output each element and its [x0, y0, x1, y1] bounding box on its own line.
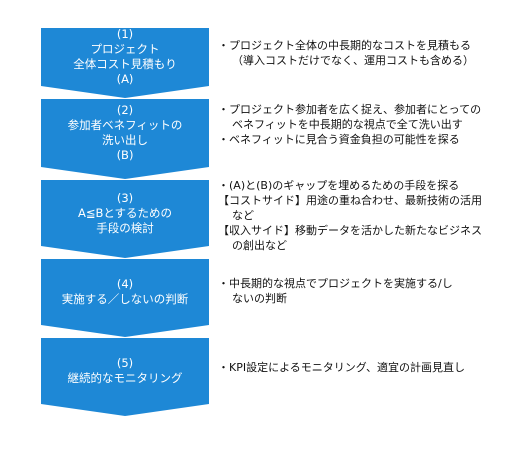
step-4-line: (4): [116, 277, 134, 291]
step-5-line: 継続的なモニタリング: [67, 371, 183, 385]
step-box-5: (5) 継続的なモニタリング: [41, 338, 209, 416]
note-line: （導入コストだけでなく、運用コストも含める）: [232, 54, 474, 67]
step-1-notes: ・プロジェクト全体の中長期的なコストを見積もる （導入コストだけでなく、運用コス…: [218, 38, 508, 68]
note-line: ベネフィットを中長期的な視点で全て洗い出す: [232, 118, 463, 131]
note-line: など: [232, 209, 254, 222]
note-line: ・中長期的な視点でプロジェクトを実施する/し: [218, 277, 453, 290]
step-4-notes: ・中長期的な視点でプロジェクトを実施する/し ないの判断: [218, 276, 508, 306]
note-line: ・(A)と(B)のギャップを埋めるための手段を探る: [218, 179, 460, 192]
step-3-line: (3): [116, 190, 134, 205]
step-box-3: (3) A≦Bとするための 手段の検討: [41, 180, 209, 258]
step-1-line: 全体コスト見積もり: [73, 57, 177, 71]
note-line: ・プロジェクト参加者を広く捉え、参加者にとっての: [218, 103, 482, 116]
step-4-line: 実施する／しないの判断: [61, 292, 189, 306]
step-1-line: (A): [116, 72, 134, 86]
step-box-1: (1) プロジェクト 全体コスト見積もり (A): [41, 28, 209, 98]
note-line: ・プロジェクト全体の中長期的なコストを見積もる: [218, 39, 471, 52]
note-line: ないの判断: [232, 292, 287, 305]
step-box-4: (4) 実施する／しないの判断: [41, 259, 209, 337]
step-box-2: (2) 参加者ベネフィットの 洗い出し (B): [41, 99, 209, 179]
step-5-line: (5): [116, 356, 134, 370]
step-2-line: (2): [116, 103, 134, 117]
step-1-line: (1): [116, 27, 134, 41]
step-3-line: 手段の検討: [96, 220, 154, 235]
note-line: の創出など: [232, 239, 287, 252]
note-line: 【コストサイド】用途の重ね合わせ、最新技術の活用: [218, 194, 482, 207]
note-line: ・KPI設定によるモニタリング、適宜の計画見直し: [218, 361, 465, 374]
step-2-line: (B): [116, 148, 134, 162]
step-3-notes: ・(A)と(B)のギャップを埋めるための手段を探る 【コストサイド】用途の重ね合…: [218, 178, 508, 253]
step-3-line: A≦Bとするための: [77, 205, 173, 220]
note-line: 【収入サイド】移動データを活かした新たなビジネス: [218, 224, 482, 237]
step-1-line: プロジェクト: [90, 42, 160, 56]
step-5-notes: ・KPI設定によるモニタリング、適宜の計画見直し: [218, 360, 508, 375]
note-line: ・ベネフィットに見合う資金負担の可能性を探る: [218, 133, 460, 146]
step-2-line: 参加者ベネフィットの: [67, 118, 183, 132]
step-2-notes: ・プロジェクト参加者を広く捉え、参加者にとっての ベネフィットを中長期的な視点で…: [218, 102, 508, 147]
step-2-line: 洗い出し: [102, 133, 148, 147]
